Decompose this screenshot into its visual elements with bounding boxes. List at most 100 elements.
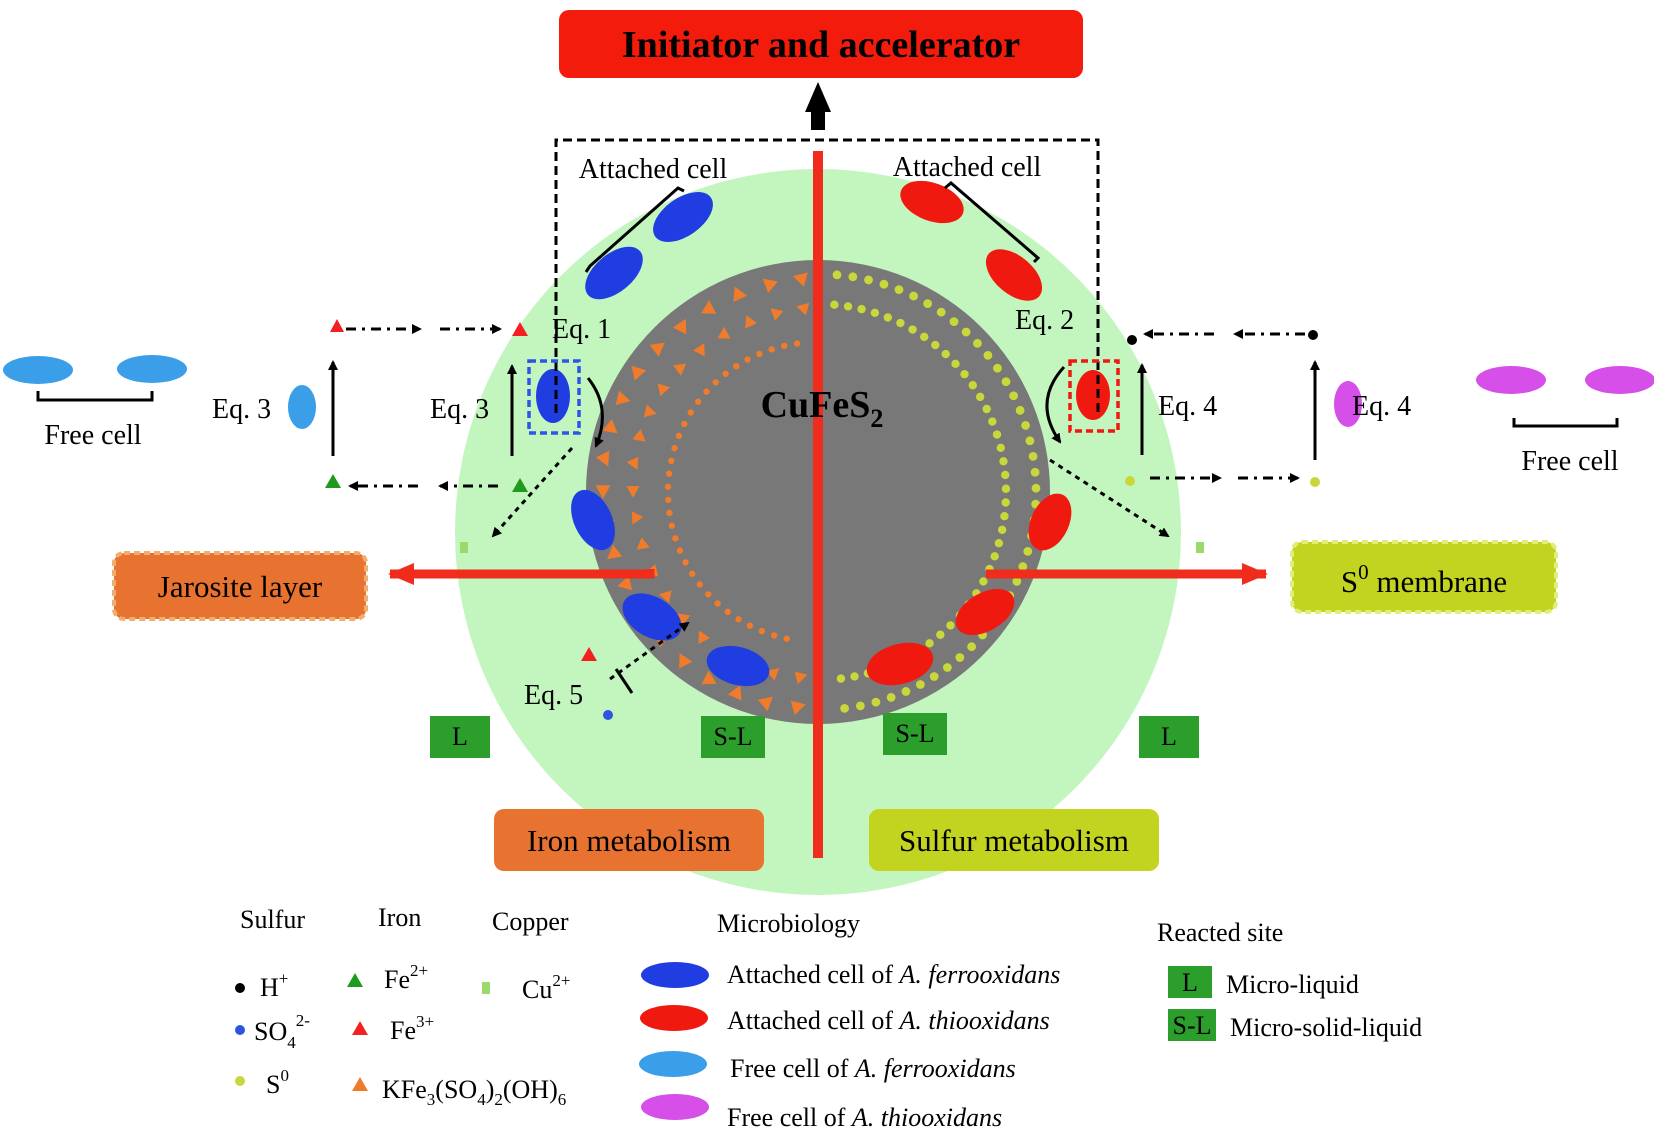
s0-membrane-label: S0 membrane [1341, 560, 1507, 599]
attached-cell-thiooxidans [866, 642, 934, 686]
sulfur-particle [1021, 420, 1030, 430]
cu2-marker [460, 542, 468, 553]
title-box [559, 10, 1083, 78]
jarosite-dot [793, 340, 801, 347]
attached-cell-ferrooxidans [571, 489, 615, 551]
sulfur-particle [941, 349, 950, 359]
sulfur-particle [896, 318, 905, 328]
sulfur-particle [1009, 391, 1019, 401]
sulfur-particle [1025, 436, 1035, 446]
sulfur-band [830, 270, 1041, 713]
sulfur-particle [920, 332, 929, 342]
fe2-marker [325, 474, 341, 488]
sulfur-particle [870, 308, 880, 318]
jarosite-particle [631, 365, 647, 381]
jarosite-particle [762, 278, 778, 294]
sulfur-particle [1001, 377, 1011, 387]
legend-reacted-site-header: Reacted site [1157, 918, 1283, 947]
jarosite-particle [626, 486, 640, 498]
free-cell-thiooxidans [1585, 366, 1654, 394]
jarosite-dot [768, 346, 775, 353]
free-cell-bracket-left [36, 391, 154, 402]
free-cell-label-right: Free cell [1521, 446, 1618, 477]
legend-iron-header: Iron [378, 903, 421, 932]
sulfate-marker [603, 710, 613, 720]
selected-ferro-cell-box [527, 359, 581, 435]
jarosite-dot [714, 600, 721, 607]
legend-h-plus: H+ [260, 969, 288, 1002]
sulfur-particle [936, 630, 945, 639]
jarosite-particle [607, 544, 623, 560]
legend-micro-solid-liquid-code: S-L [1173, 1011, 1212, 1040]
legend-free-thio: Free cell of A. thiooxidans [727, 1103, 1002, 1132]
jarosite-dot [722, 370, 729, 377]
fe3-marker [581, 647, 597, 661]
legend-micro-solid-liquid-box [1168, 1009, 1216, 1041]
selected-thio-cell-box [1068, 359, 1120, 433]
jarosite-dot [681, 420, 688, 428]
legend-free-ferro-marker [639, 1051, 707, 1077]
free-cell-label-left: Free cell [44, 420, 141, 451]
legend-s0-marker [235, 1076, 245, 1086]
attached-cell-thiooxidans [1076, 370, 1110, 420]
iron-metabolism-label: Iron metabolism [527, 823, 731, 858]
legend-free-thio-marker [641, 1094, 709, 1120]
s0-marker [1310, 477, 1320, 487]
site-label: S-L [896, 719, 935, 748]
title: Initiator and accelerator [622, 24, 1020, 66]
fe2-marker [512, 478, 528, 492]
legend-s0: S0 [266, 1066, 289, 1099]
jarosite-particle [701, 300, 717, 314]
legend-fe3-marker [352, 1021, 368, 1035]
sulfur-particle [843, 302, 853, 311]
legend-microbiology-header: Microbiology [717, 909, 860, 938]
sulfur-particle [942, 663, 952, 672]
sulfur-particle [973, 338, 982, 348]
legend-micro-liquid-code: L [1182, 968, 1198, 997]
sulfur-particle [850, 672, 859, 681]
free-cell-thiooxidans [1476, 366, 1546, 394]
attached-cell-label-right: Attached cell [893, 152, 1042, 183]
jarosite-particle [792, 272, 808, 287]
legend-fe2: Fe2+ [384, 961, 428, 994]
jarosite-dot [783, 635, 791, 642]
sulfur-particle [936, 307, 946, 317]
attached-cell-ferrooxidans [536, 369, 570, 423]
jarosite-dot [744, 356, 751, 363]
sulfur-particle [901, 687, 911, 696]
sulfur-particle [931, 340, 940, 350]
jarosite-dot [672, 535, 679, 542]
jarosite-particle [643, 404, 657, 418]
sulfur-metabolism-label: Sulfur metabolism [899, 823, 1129, 858]
attached-cell-bracket-left [584, 186, 685, 273]
sulfur-particle [879, 279, 889, 289]
legend-h-plus-marker [235, 983, 245, 993]
jarosite-dot [735, 616, 742, 623]
attached-cell-ferrooxidans [585, 246, 643, 300]
site-box-sl-left [701, 716, 765, 758]
legend-free-ferro: Free cell of A. ferrooxidans [730, 1054, 1016, 1083]
s0-membrane-box [1290, 540, 1558, 614]
sulfur-particle [994, 538, 1004, 548]
sulfur-particle [982, 404, 991, 414]
jarosite-dot [682, 559, 689, 566]
jarosite-particle [626, 456, 639, 470]
jarosite-particle [757, 696, 773, 712]
cu2-marker [1196, 542, 1204, 553]
sulfur-particle [883, 313, 893, 322]
sulfur-particle [1000, 512, 1009, 521]
sulfur-particle [949, 317, 959, 327]
sulfur-particle [1018, 562, 1028, 571]
jarosite-dot [668, 522, 676, 529]
legend-micro-solid-liquid: Micro-solid-liquid [1230, 1013, 1422, 1042]
free-cell-ferrooxidans [3, 356, 73, 384]
eq5-label: Eq. 5 [524, 680, 583, 711]
jarosite-dot [705, 591, 712, 598]
sulfur-particle [864, 275, 873, 285]
jarosite-dot [671, 444, 678, 452]
sulfur-particle [894, 285, 904, 294]
sulfur-particle [960, 369, 969, 379]
sulfur-metabolism-box [869, 809, 1159, 871]
free-cell-bracket-right [1512, 418, 1619, 428]
attached-cell-thiooxidans [955, 589, 1015, 635]
